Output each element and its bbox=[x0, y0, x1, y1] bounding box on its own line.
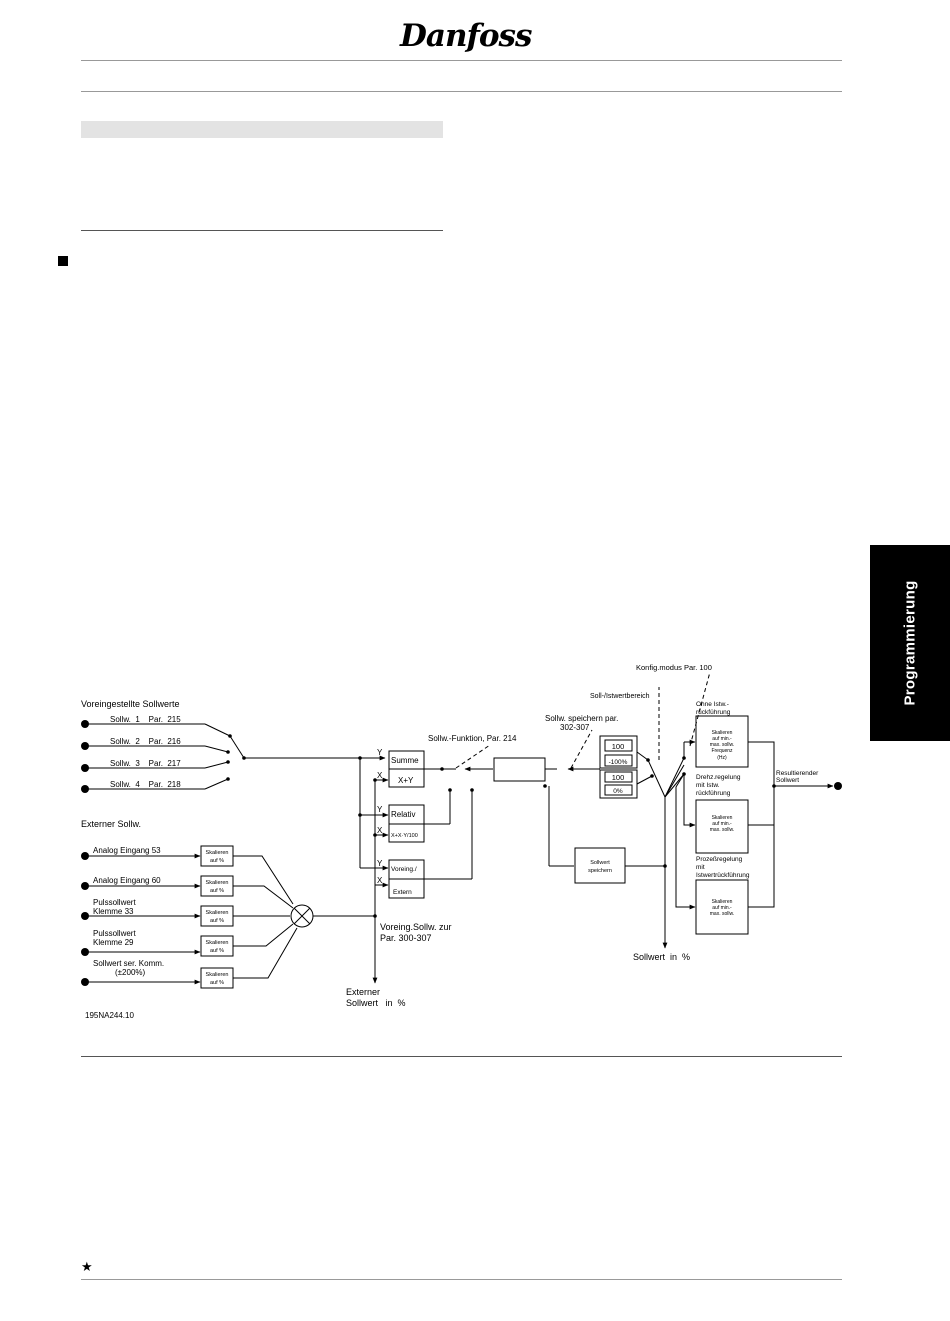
process-label-1: Prozeßregelung bbox=[696, 856, 743, 863]
process-label-2: mit bbox=[696, 864, 705, 871]
scale-box-4-l2: auf % bbox=[210, 948, 224, 954]
limiter-2-bottom: 0% bbox=[613, 788, 623, 795]
preset-4-label: Sollw. 4 Par. 218 bbox=[110, 780, 181, 789]
rel-formula-label: X+X·Y/100 bbox=[391, 833, 418, 839]
serial-label-1: Sollwert ser. Komm. bbox=[93, 959, 164, 968]
scale-box-3-l1: Skalieren bbox=[206, 910, 229, 916]
figure-id: 195NA244.10 bbox=[85, 1011, 134, 1020]
pulse-29-label-1: Pulssollwert bbox=[93, 929, 136, 938]
scaling-box-1-l5: (Hz) bbox=[717, 755, 727, 761]
extern-label: Extern bbox=[393, 889, 412, 896]
function-blocks bbox=[359, 729, 600, 984]
scaling-box-3-l1: Skalieren bbox=[712, 899, 733, 905]
section-divider bbox=[81, 230, 443, 231]
pulse-29-label-2: Klemme 29 bbox=[93, 938, 134, 947]
preset-dots bbox=[81, 720, 246, 793]
speed-reg-label-3: rückführung bbox=[696, 790, 731, 797]
without-fb-label-2: rückführung bbox=[696, 709, 731, 716]
store-par-label-1: Sollw. speichern par. bbox=[545, 714, 618, 723]
scale-box-2-l1: Skalieren bbox=[206, 880, 229, 886]
analog-53-label: Analog Eingang 53 bbox=[93, 846, 161, 855]
x-label-voreing: X bbox=[377, 876, 383, 885]
speed-reg-label-1: Drehz.regelung bbox=[696, 774, 741, 781]
scaling-box-3-l3: max. sollw. bbox=[710, 911, 734, 917]
analog-60-label: Analog Eingang 60 bbox=[93, 876, 161, 885]
scale-box-5-l2: auf % bbox=[210, 980, 224, 986]
switch-dots bbox=[358, 756, 547, 918]
without-fb-label-1: Ohne Istw.- bbox=[696, 701, 729, 708]
external-inputs bbox=[85, 845, 375, 989]
preset-ref-label-2: Par. 300-307 bbox=[380, 933, 432, 943]
preset-heading: Voreingestellte Sollwerte bbox=[81, 699, 180, 709]
scale-box-5-l1: Skalieren bbox=[206, 972, 229, 978]
scaling-box-2-l2: auf min.- bbox=[712, 821, 732, 827]
output-labels: 100 -100% 100 0% Soll-/Istwertbereich Ko… bbox=[588, 663, 819, 917]
xpy-label: X+Y bbox=[398, 776, 414, 785]
scale-box-4-l1: Skalieren bbox=[206, 940, 229, 946]
scale-box-2-l2: auf % bbox=[210, 888, 224, 894]
output-dots bbox=[646, 756, 842, 868]
preset-1-label: Sollw. 1 Par. 215 bbox=[110, 715, 181, 724]
scale-box-3-l2: auf % bbox=[210, 918, 224, 924]
scaling-box-1-l3: max. sollw. bbox=[710, 742, 734, 748]
scaling-box-2-l1: Skalieren bbox=[712, 815, 733, 821]
limiter-2-top: 100 bbox=[612, 773, 625, 782]
store-label-1: Sollwert bbox=[590, 860, 610, 866]
scale-box-1-l2: auf % bbox=[210, 858, 224, 864]
func-label: Sollw.-Funktion, Par. 214 bbox=[428, 734, 517, 743]
bullet-square-icon bbox=[58, 256, 68, 266]
output-section bbox=[548, 671, 834, 949]
summe-label: Summe bbox=[391, 756, 419, 765]
preset-2-label: Sollw. 2 Par. 216 bbox=[110, 737, 181, 746]
bottom-labels: Voreing.Sollw. zur Par. 300-307 Externer… bbox=[85, 922, 690, 1020]
header-rule-bottom bbox=[81, 91, 842, 92]
relativ-label: Relativ bbox=[391, 810, 415, 819]
voreing-label: Voreing./ bbox=[391, 866, 417, 873]
speed-reg-label-2: mit Istw. bbox=[696, 782, 720, 789]
limiter-1-top: 100 bbox=[612, 742, 625, 751]
pulse-33-label-1: Pulssollwert bbox=[93, 898, 136, 907]
ref-pct-label: Sollwert in % bbox=[633, 952, 690, 962]
scale-box-labels: Skalieren auf % Skalieren auf % Skaliere… bbox=[206, 850, 229, 986]
preset-3-label: Sollw. 3 Par. 217 bbox=[110, 759, 181, 768]
x-label-relativ: X bbox=[377, 826, 383, 835]
scaling-box-3-l2: auf min.- bbox=[712, 905, 732, 911]
ext-pct-label-2: Sollwert in % bbox=[346, 998, 406, 1008]
x-label-summe: X bbox=[377, 771, 383, 780]
block-labels: Y X Summe X+Y Y X Relativ X+X·Y/100 Y X … bbox=[377, 714, 618, 896]
footer-rule-top bbox=[81, 1056, 842, 1057]
store-label-2: speichern bbox=[588, 868, 612, 874]
external-heading: Externer Sollw. bbox=[81, 819, 141, 829]
scale-box-1-l1: Skalieren bbox=[206, 850, 229, 856]
footer-rule-bottom bbox=[81, 1279, 842, 1280]
result-label-1: Resultierender bbox=[776, 770, 819, 777]
serial-label-2: (±200%) bbox=[115, 968, 146, 977]
danfoss-logo: Danfoss bbox=[400, 18, 532, 54]
scaling-box-1-l1: Skalieren bbox=[712, 730, 733, 736]
config-label: Konfig.modus Par. 100 bbox=[636, 663, 712, 672]
y-label-summe: Y bbox=[377, 748, 383, 757]
range-label: Soll-/Istwertbereich bbox=[590, 693, 650, 700]
scaling-box-2-l3: max. sollw. bbox=[710, 827, 734, 833]
scaling-box-1-l4: Frequenz bbox=[711, 748, 733, 754]
reference-handling-diagram: Voreingestellte Sollwerte Sollw. 1 Par. … bbox=[81, 663, 842, 1020]
result-label-2: Sollwert bbox=[776, 777, 799, 784]
y-label-relativ: Y bbox=[377, 805, 383, 814]
star-icon: ★ bbox=[81, 1259, 93, 1274]
header-rule-top bbox=[81, 60, 842, 61]
ext-pct-label-1: Externer bbox=[346, 987, 380, 997]
y-label-voreing: Y bbox=[377, 859, 383, 868]
limiter-1-bottom: -100% bbox=[609, 759, 628, 766]
pulse-33-label-2: Klemme 33 bbox=[93, 907, 134, 916]
side-tab: Programmierung bbox=[870, 545, 950, 741]
section-title-bar bbox=[81, 121, 443, 138]
process-label-3: Istwertrückführung bbox=[696, 872, 750, 879]
scaling-box-1-l2: auf min.- bbox=[712, 736, 732, 742]
external-dots bbox=[81, 852, 89, 986]
store-par-label-2: 302-307 bbox=[560, 723, 590, 732]
preset-ref-label-1: Voreing.Sollw. zur bbox=[380, 922, 452, 932]
